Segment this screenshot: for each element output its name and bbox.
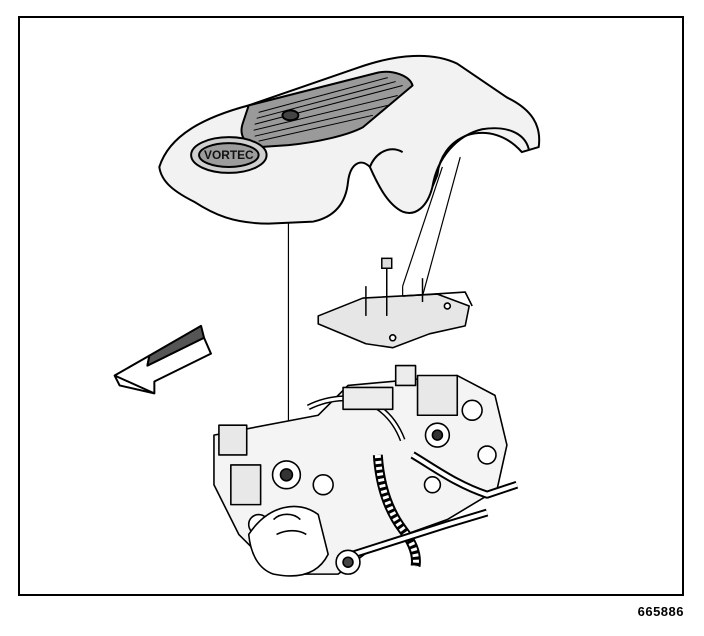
- figure-number: 665886: [637, 604, 684, 619]
- engine-cover-illustration: VORTEC: [113, 54, 541, 577]
- alignment-lines: [287, 156, 461, 436]
- bracket-bolts: [365, 257, 424, 316]
- diagram-frame: VORTEC: [18, 16, 684, 596]
- engine-cover: [158, 54, 541, 225]
- engine-assembly: [213, 364, 519, 577]
- cover-logo-text: VORTEC: [204, 148, 254, 162]
- front-direction-arrow: [113, 324, 212, 395]
- mounting-bracket: [317, 291, 473, 349]
